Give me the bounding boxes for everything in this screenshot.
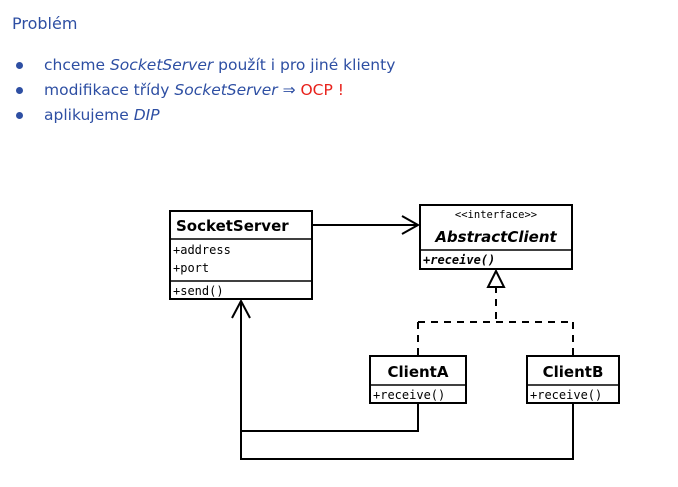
class-method: +receive()	[423, 253, 495, 267]
class-box	[419, 204, 573, 270]
class-method: +send()	[173, 284, 224, 298]
class-method: +receive()	[530, 388, 602, 402]
bullet-dot-icon	[16, 62, 23, 69]
stereotype-label: <<interface>>	[455, 209, 537, 221]
slide-heading: Problém	[12, 14, 78, 33]
class-name: ClientA	[388, 363, 449, 381]
bullet-emphasis: SocketServer	[109, 56, 214, 74]
interface-abstractclient: <<interface>> AbstractClient +receive()	[419, 204, 573, 270]
dependency-arrow	[312, 215, 421, 235]
bullet-dot-icon	[16, 87, 23, 94]
bullet-text: chceme	[44, 56, 110, 74]
class-name: AbstractClient	[434, 228, 557, 246]
class-method: +receive()	[373, 388, 445, 402]
class-name: SocketServer	[176, 217, 289, 235]
bullet-item: chceme SocketServer použít i pro jiné kl…	[16, 56, 395, 81]
class-attribute: +port	[173, 261, 209, 275]
class-clientb: ClientB +receive()	[526, 355, 620, 404]
ocp-highlight: OCP !	[300, 81, 344, 99]
class-attribute: +address	[173, 243, 231, 257]
bullet-list: chceme SocketServer použít i pro jiné kl…	[16, 56, 395, 131]
bullet-dot-icon	[16, 112, 23, 119]
bullet-item: modifikace třídy SocketServer ⇒ OCP !	[16, 81, 395, 106]
bullet-emphasis: DIP	[133, 106, 160, 124]
class-socketserver: SocketServer +address +port +send()	[169, 210, 313, 300]
hollow-triangle-icon	[486, 268, 506, 288]
realization-connector	[417, 268, 574, 356]
bullet-text: modifikace třídy	[44, 81, 175, 99]
bullet-text: použít i pro jiné klienty	[213, 56, 396, 74]
association-connector	[231, 298, 574, 460]
bullet-item: aplikujeme DIP	[16, 106, 395, 131]
bullet-text: aplikujeme	[44, 106, 134, 124]
class-clienta: ClientA +receive()	[369, 355, 467, 404]
class-name: ClientB	[543, 363, 604, 381]
bullet-emphasis: SocketServer	[174, 81, 278, 99]
arrowhead-icon	[231, 298, 251, 319]
implies-symbol: ⇒	[277, 81, 301, 99]
